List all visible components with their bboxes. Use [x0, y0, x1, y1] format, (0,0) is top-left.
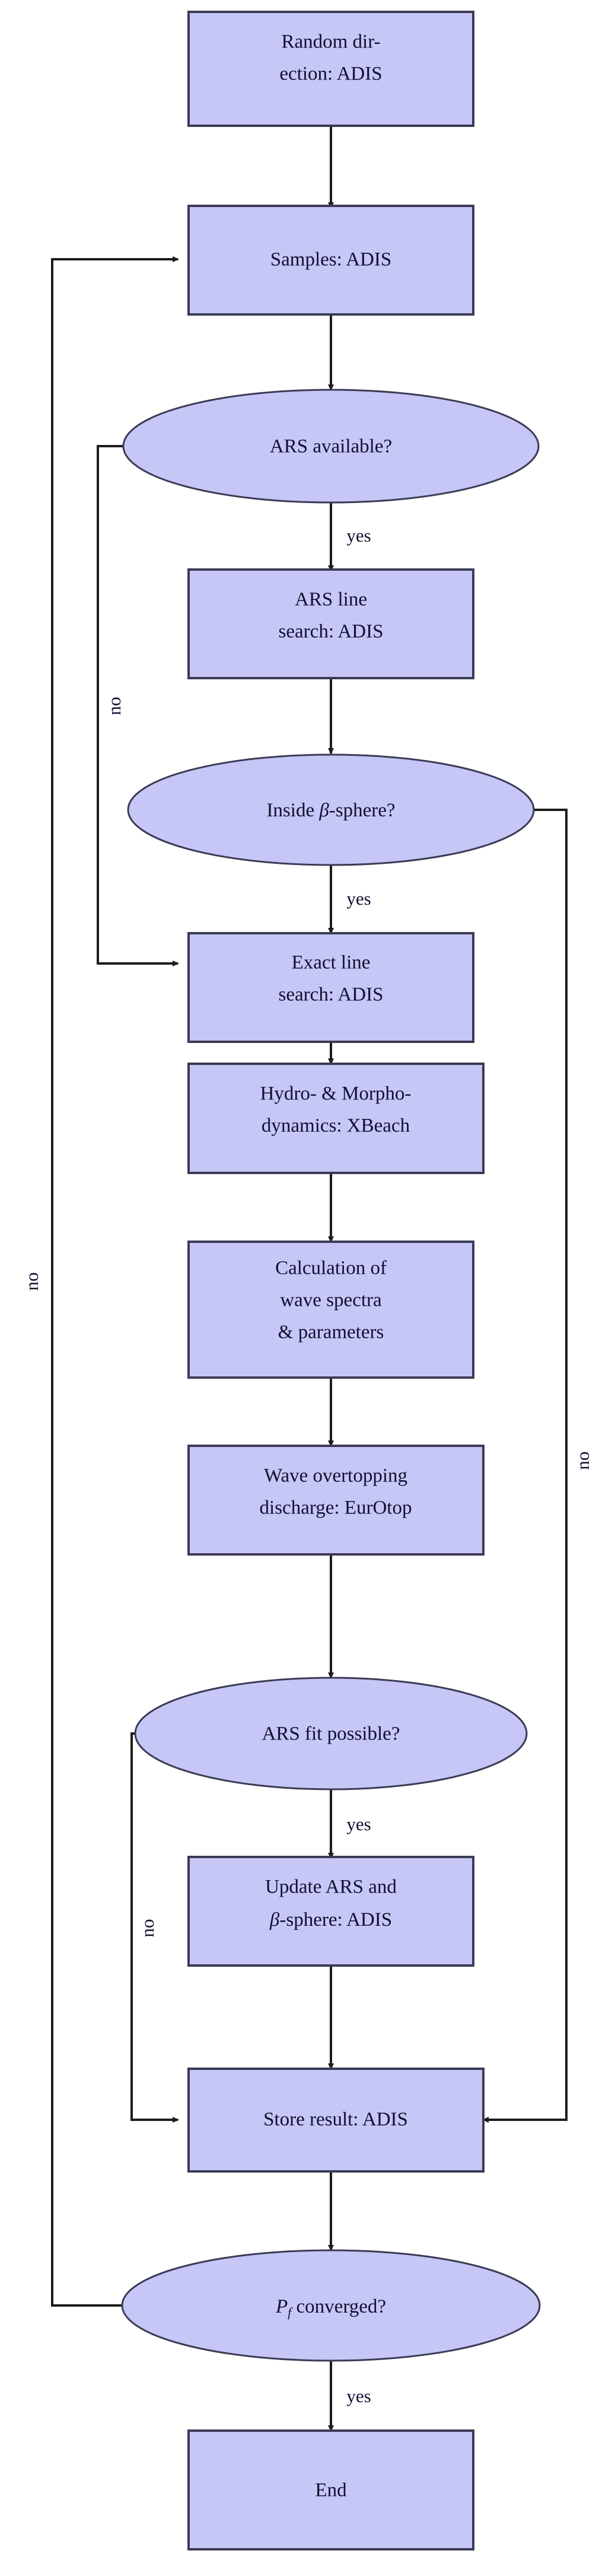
edge-label-ars-fit-yes: yes	[346, 1814, 371, 1834]
edge-ars-available-to-exact-line-search	[97, 445, 179, 966]
node-end-label: End	[315, 2480, 347, 2501]
node-wave-overtopping-line1: Wave overtopping	[264, 1465, 407, 1487]
node-wave-spectra-line3: & parameters	[278, 1322, 384, 1343]
node-inside-beta-sphere-label: Inside β-sphere?	[266, 800, 395, 821]
node-ars-line-search[interactable]: ARS line search: ADIS	[187, 568, 474, 679]
edge-label-pf-converged-yes: yes	[346, 2386, 371, 2406]
node-wave-spectra-line1: Calculation of	[275, 1258, 387, 1279]
node-ars-line-search-shape[interactable]	[187, 568, 474, 679]
node-hydro-morpho-line1: Hydro- & Morpho-	[260, 1083, 412, 1105]
node-wave-spectra-line2: wave spectra	[280, 1290, 382, 1311]
node-ars-fit-possible-shape[interactable]	[134, 1677, 528, 1791]
node-ars-line-search-line1: ARS line	[295, 589, 367, 610]
edge-label-ars-available-yes: yes	[346, 525, 371, 546]
node-update-ars-line1: Update ARS and	[265, 1877, 397, 1898]
node-random-direction-line2: ection: ADIS	[279, 63, 382, 85]
node-ars-available[interactable]: ARS available?	[122, 389, 540, 504]
node-pf-converged-label: Pf converged?	[275, 2296, 386, 2320]
inside-beta-post: -sphere?	[329, 800, 396, 821]
node-hydro-morpho-dynamics-shape[interactable]	[187, 1063, 485, 1174]
node-samples[interactable]: Samples: ADIS	[187, 205, 474, 316]
node-update-ars[interactable]: Update ARS and β-sphere: ADIS	[187, 1856, 474, 1967]
edge-label-ars-available-no: no	[104, 697, 125, 715]
pf-symbol-p: P	[275, 2296, 288, 2317]
edge-pf-converged-to-samples	[51, 256, 179, 2307]
inside-beta-pre: Inside	[266, 800, 319, 821]
edge-ars-fit-to-store-result	[130, 1732, 179, 2123]
node-store-result-shape[interactable]	[187, 2068, 485, 2173]
node-ars-available-shape[interactable]	[122, 389, 540, 504]
pf-symbol-subscript: f	[288, 2305, 293, 2320]
edge-label-inside-beta-yes: yes	[346, 888, 371, 909]
node-end-shape[interactable]	[187, 2429, 474, 2550]
node-samples-label: Samples: ADIS	[270, 249, 391, 271]
update-ars-line2-post: -sphere: ADIS	[279, 1909, 392, 1931]
pf-label-post: converged?	[291, 2296, 386, 2317]
node-store-result[interactable]: Store result: ADIS	[187, 2068, 485, 2173]
node-exact-line-search-line2: search: ADIS	[279, 984, 384, 1006]
node-random-direction-shape[interactable]	[187, 11, 474, 127]
node-hydro-morpho-line2: dynamics: XBeach	[262, 1115, 410, 1137]
node-ars-fit-possible-label: ARS fit possible?	[262, 1723, 400, 1745]
node-exact-line-search[interactable]: Exact line search: ADIS	[187, 932, 474, 1043]
update-ars-beta-symbol: β	[269, 1909, 280, 1931]
node-end[interactable]: End	[187, 2429, 474, 2550]
node-hydro-morpho-dynamics[interactable]: Hydro- & Morpho- dynamics: XBeach	[187, 1063, 485, 1174]
node-store-result-label: Store result: ADIS	[263, 2109, 408, 2130]
node-random-direction-line1: Random dir-	[281, 31, 380, 53]
node-wave-overtopping[interactable]: Wave overtopping discharge: EurOtop	[187, 1445, 485, 1556]
node-inside-beta-sphere-shape[interactable]	[127, 753, 535, 866]
node-wave-overtopping-shape[interactable]	[187, 1445, 485, 1556]
node-ars-available-label: ARS available?	[270, 436, 392, 457]
node-wave-overtopping-line2: discharge: EurOtop	[260, 1497, 412, 1519]
node-ars-line-search-line2: search: ADIS	[279, 621, 384, 643]
node-ars-fit-possible[interactable]: ARS fit possible?	[134, 1677, 528, 1791]
edge-inside-beta-to-store-result	[482, 809, 568, 2123]
node-random-direction[interactable]: Random dir- ection: ADIS	[187, 11, 474, 127]
node-update-ars-line2: β-sphere: ADIS	[269, 1909, 392, 1931]
edge-label-inside-beta-no: no	[572, 1452, 593, 1470]
node-update-ars-shape[interactable]	[187, 1856, 474, 1967]
inside-beta-symbol: β	[318, 800, 329, 821]
node-pf-converged-shape[interactable]	[121, 2249, 541, 2362]
node-samples-shape[interactable]	[187, 205, 474, 316]
node-wave-spectra-shape[interactable]	[187, 1241, 474, 1379]
edge-label-pf-converged-no: no	[21, 1273, 42, 1291]
node-exact-line-search-shape[interactable]	[187, 932, 474, 1043]
node-inside-beta-sphere[interactable]: Inside β-sphere?	[127, 753, 535, 866]
edge-label-ars-fit-no: no	[137, 1919, 158, 1938]
node-wave-spectra[interactable]: Calculation of wave spectra & parameters	[187, 1241, 474, 1379]
node-exact-line-search-line1: Exact line	[292, 952, 371, 974]
node-pf-converged[interactable]: Pf converged?	[121, 2249, 541, 2362]
